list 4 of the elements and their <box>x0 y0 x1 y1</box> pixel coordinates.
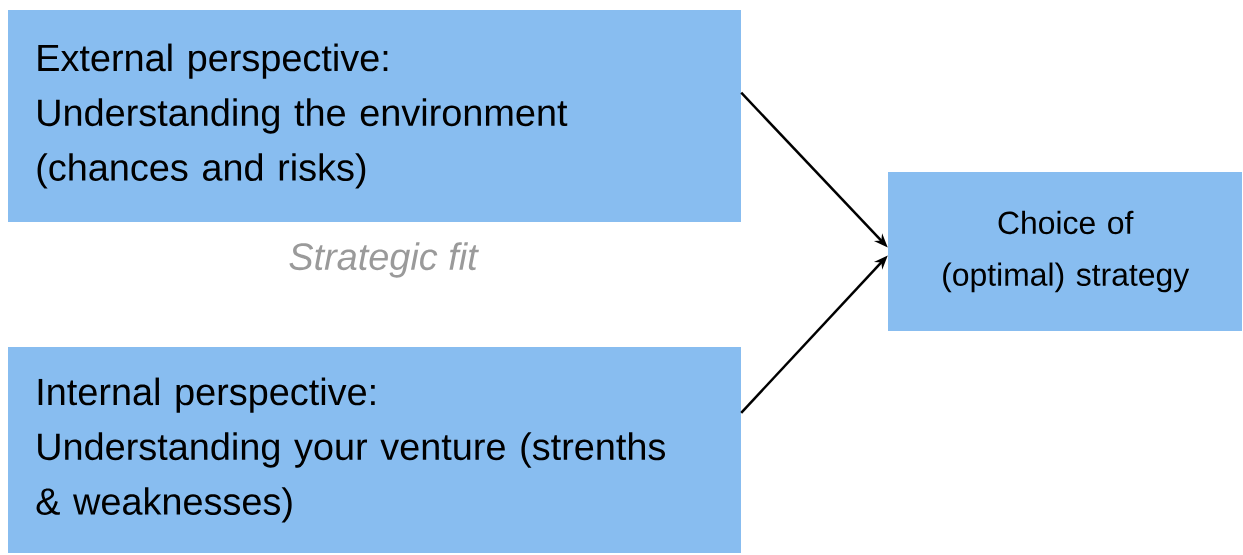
process-box: Choice of (optimal) strategy <box>888 172 1242 331</box>
process-box: External perspective: Understanding the environment (chances and risks) <box>8 10 741 222</box>
annotation-label: Strategic fit <box>289 242 479 278</box>
process-box: Internal perspective: Understanding your venture (strenths & weaknesses) <box>8 347 741 553</box>
